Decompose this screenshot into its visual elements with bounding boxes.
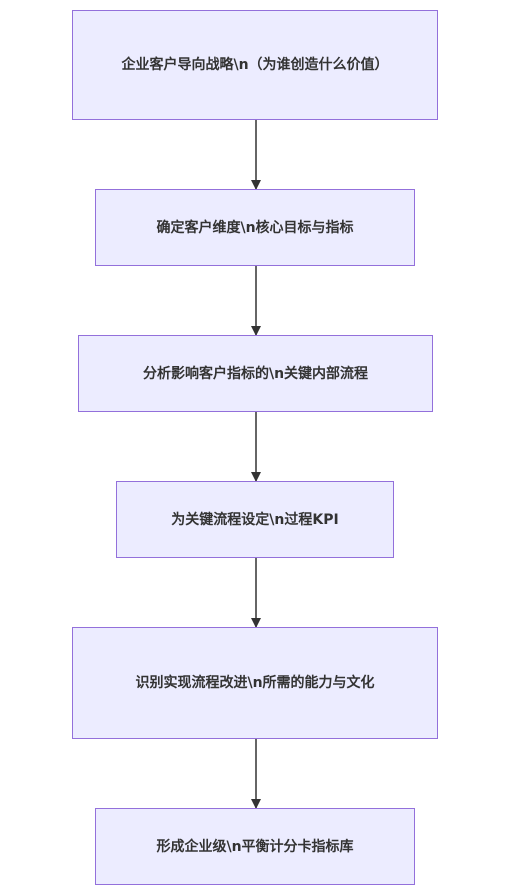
flow-node-4-label: 为关键流程设定\n过程KPI	[171, 511, 339, 528]
flow-node-2-label: 确定客户维度\n核心目标与指标	[156, 219, 354, 236]
flow-node-5: 识别实现流程改进\n所需的能力与文化	[72, 627, 438, 739]
flow-node-6-label: 形成企业级\n平衡计分卡指标库	[156, 838, 354, 855]
flow-node-3: 分析影响客户指标的\n关键内部流程	[78, 335, 433, 412]
flow-node-2: 确定客户维度\n核心目标与指标	[95, 189, 415, 266]
flow-node-6: 形成企业级\n平衡计分卡指标库	[95, 808, 415, 885]
flow-node-4: 为关键流程设定\n过程KPI	[116, 481, 394, 558]
flow-node-5-label: 识别实现流程改进\n所需的能力与文化	[135, 675, 375, 691]
flow-node-1-label: 企业客户导向战略\n（为谁创造什么价值）	[121, 57, 389, 73]
flow-node-3-label: 分析影响客户指标的\n关键内部流程	[142, 365, 369, 382]
flow-node-1: 企业客户导向战略\n（为谁创造什么价值）	[72, 10, 438, 120]
